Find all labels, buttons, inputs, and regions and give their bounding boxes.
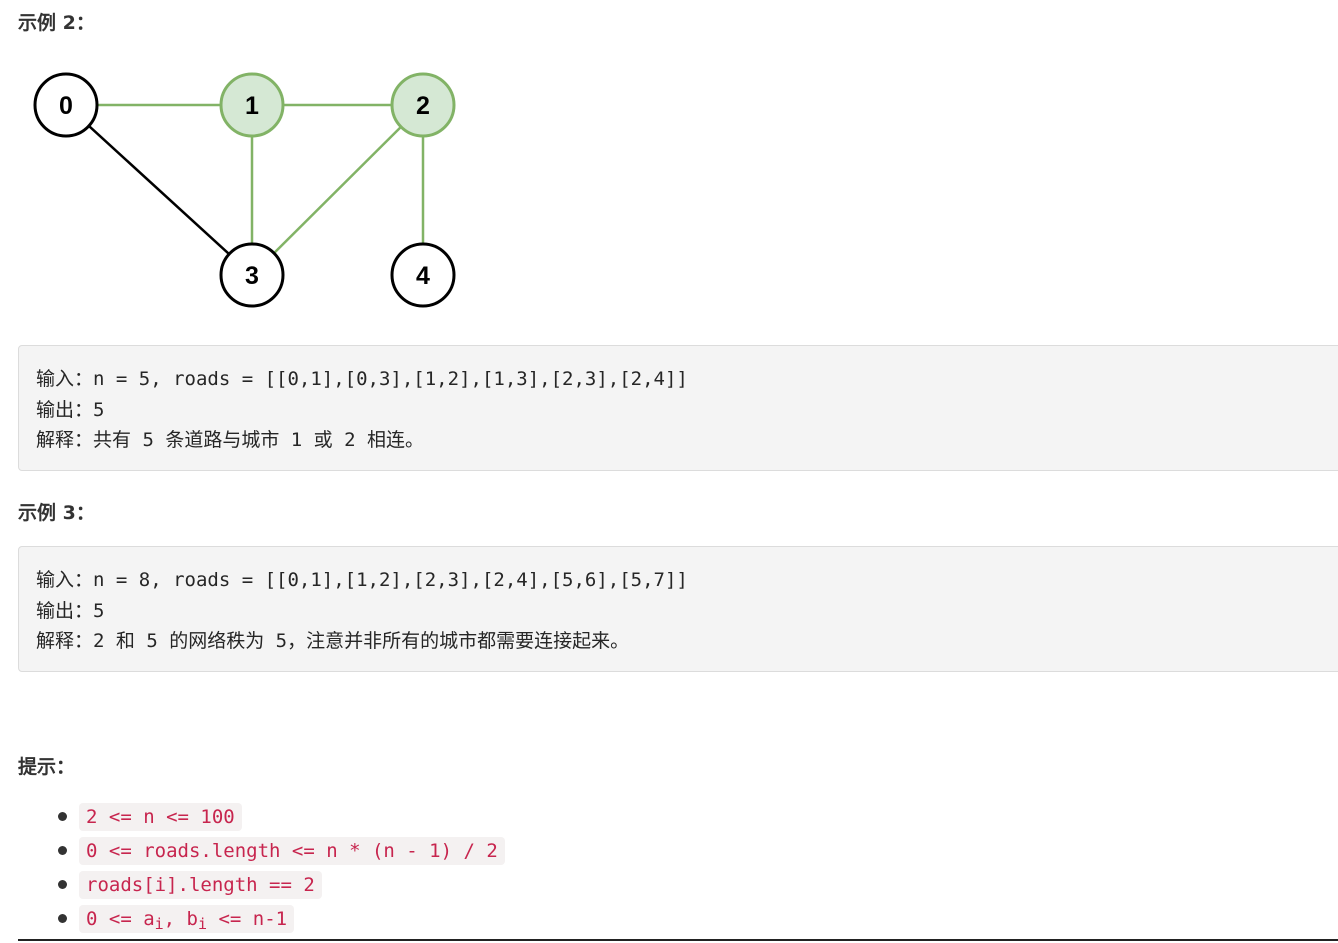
example-2-output-line: 输出：5 [36,395,1338,426]
graph-node-label: 3 [245,262,259,290]
graph-node-0: 0 [33,72,99,138]
bullet-icon [58,846,67,855]
input-label: 输入： [36,569,94,591]
bullet-icon [58,812,67,821]
graph-node-1: 1 [219,72,285,138]
example-3-code-block: 输入：n = 8, roads = [[0,1],[1,2],[2,3],[2,… [18,546,1338,672]
output-value: 5 [93,398,105,421]
graph-node-4: 4 [390,242,456,308]
explain-label: 解释： [36,630,94,652]
example-3-input-line: 输入：n = 8, roads = [[0,1],[1,2],[2,3],[2,… [36,565,1338,596]
example-2-explain-line: 解释：共有 5 条道路与城市 1 或 2 相连。 [36,425,1338,456]
example-2-heading: 示例 2： [18,12,95,34]
graph-node-2: 2 [390,72,456,138]
example-3-heading: 示例 3： [18,502,95,524]
graph-edge-2-3 [251,104,424,276]
graph-node-3: 3 [219,242,285,308]
graph-edge-0-3 [65,104,253,276]
bullet-icon [58,914,67,923]
graph-node-label: 1 [245,92,259,120]
tips-heading: 提示： [18,756,76,778]
bottom-divider [18,939,1338,941]
input-value: n = 8, roads = [[0,1],[1,2],[2,3],[2,4],… [93,569,688,591]
graph-diagram: 0 1 2 3 4 [33,72,456,308]
constraint-code: 0 <= ai, bi <= n-1 [79,905,295,933]
example-3-explain-line: 解释：2 和 5 的网络秩为 5，注意并非所有的城市都需要连接起来。 [36,626,1338,657]
output-value: 5 [93,599,105,622]
example-3-output-line: 输出：5 [36,596,1338,627]
output-label: 输出： [36,398,94,421]
graph-node-label: 4 [416,262,430,290]
explain-label: 解释： [36,429,94,451]
example-2-input-line: 输入：n = 5, roads = [[0,1],[0,3],[1,2],[1,… [36,364,1338,395]
bullet-icon [58,880,67,889]
input-value: n = 5, roads = [[0,1],[0,3],[1,2],[1,3],… [93,368,688,390]
graph-node-label: 0 [59,92,73,120]
input-label: 输入： [36,368,94,390]
example-2-code-block: 输入：n = 5, roads = [[0,1],[0,3],[1,2],[1,… [18,345,1338,471]
explain-value: 2 和 5 的网络秩为 5，注意并非所有的城市都需要连接起来。 [93,630,630,652]
output-label: 输出： [36,599,94,622]
constraint-code: 2 <= n <= 100 [79,803,242,831]
constraint-code: roads[i].length == 2 [79,871,322,899]
constraint-code: 0 <= roads.length <= n * (n - 1) / 2 [79,837,505,865]
graph-node-label: 2 [416,92,430,120]
explain-value: 共有 5 条道路与城市 1 或 2 相连。 [93,429,424,451]
